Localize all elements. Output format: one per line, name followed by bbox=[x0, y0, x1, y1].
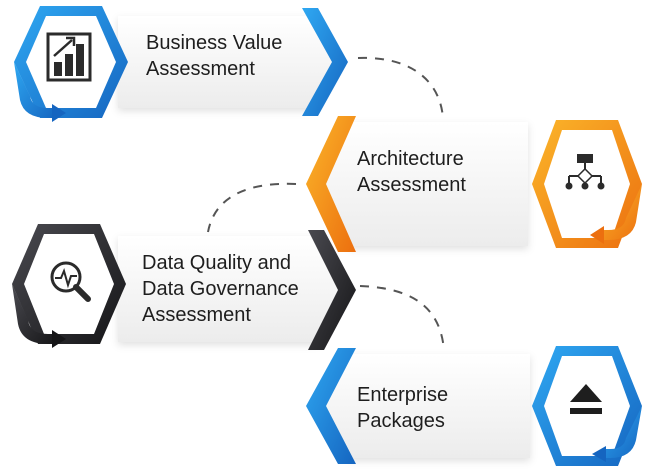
step-1-label: Business Value Assessment bbox=[146, 30, 282, 82]
step-3-label: Data Quality and Data Governance Assessm… bbox=[142, 250, 299, 328]
step-4-chevron bbox=[306, 348, 356, 464]
step-3-label-line-1: Data Quality and bbox=[142, 252, 291, 274]
step-3-pill bbox=[118, 236, 346, 342]
connector-1-2 bbox=[357, 56, 444, 119]
step-2-chevron bbox=[306, 116, 356, 252]
eject-icon bbox=[570, 384, 602, 414]
step-2-label-line-2: Assessment bbox=[357, 174, 466, 196]
connectors bbox=[207, 56, 445, 351]
step-3-chevron bbox=[308, 230, 356, 350]
step-2-label: Architecture Assessment bbox=[357, 146, 466, 198]
bar-chart-growth-icon bbox=[46, 32, 92, 82]
step-2-label-line-1: Architecture bbox=[357, 148, 464, 170]
step-4-label-line-2: Packages bbox=[357, 410, 445, 432]
step-2 bbox=[306, 116, 642, 252]
connector-3-4 bbox=[359, 285, 445, 351]
step-1-label-line-2: Assessment bbox=[146, 58, 255, 80]
step-1-tail-arrow bbox=[14, 62, 58, 118]
step-3-tail-arrow bbox=[12, 284, 58, 344]
step-4-tail-arrow bbox=[602, 406, 642, 458]
step-4-label: Enterprise Packages bbox=[357, 382, 448, 434]
step-3 bbox=[12, 224, 356, 350]
step-4-pill bbox=[322, 354, 530, 458]
step-4-label-line-1: Enterprise bbox=[357, 384, 449, 406]
step-1 bbox=[14, 6, 348, 122]
step-1-pill bbox=[118, 16, 340, 108]
step-3-label-line-3: Assessment bbox=[142, 304, 251, 326]
step-1-label-line-1: Business Value bbox=[146, 32, 283, 54]
step-1-chevron bbox=[302, 8, 348, 116]
magnifier-pulse-icon bbox=[50, 261, 91, 302]
step-4 bbox=[306, 346, 642, 466]
hierarchy-icon bbox=[565, 154, 605, 190]
step-2-pill bbox=[322, 122, 528, 246]
connector-2-3 bbox=[207, 182, 297, 233]
step-2-tail-arrow bbox=[598, 184, 642, 240]
step-3-label-line-2: Data Governance bbox=[142, 278, 299, 300]
